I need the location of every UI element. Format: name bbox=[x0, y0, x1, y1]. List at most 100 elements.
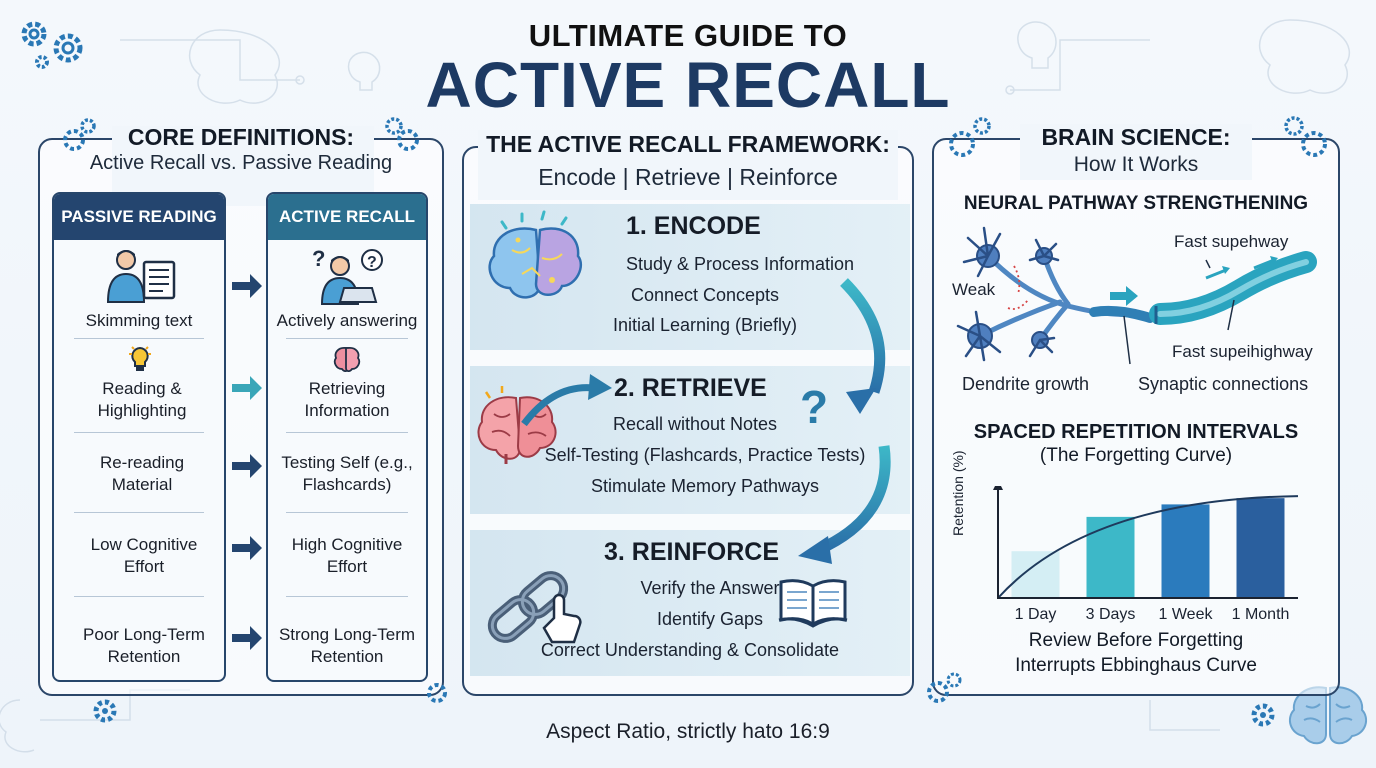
reading-person-icon bbox=[106, 250, 176, 303]
core-definitions-subtitle: Active Recall vs. Passive Reading bbox=[89, 152, 393, 174]
active-row-2: Retrieving Information bbox=[304, 379, 390, 420]
brain-science-subtitle: How It Works bbox=[1073, 153, 1199, 176]
forgetting-curve-chart: 1 Day 3 Days 1 Week 1 Month bbox=[993, 486, 1299, 623]
panel-title-mask bbox=[478, 130, 898, 200]
divider bbox=[74, 596, 204, 597]
brain-icon bbox=[477, 386, 557, 464]
arrow-right-icon bbox=[232, 454, 262, 478]
step-reinforce-line-2: Identify Gaps bbox=[656, 609, 764, 629]
step-encode-title: 1. ENCODE bbox=[626, 212, 761, 240]
arrow-right-icon bbox=[232, 536, 262, 560]
divider bbox=[286, 512, 408, 513]
chart-x-tick-label: 1 Month bbox=[1232, 606, 1290, 623]
retention-curve bbox=[997, 495, 1299, 599]
gear-icon bbox=[427, 683, 447, 703]
gear-icon bbox=[1284, 116, 1327, 157]
chart-caption-line-2: Interrupts Ebbinghaus Curve bbox=[1015, 655, 1257, 676]
label-dendrite-growth: Dendrite growth bbox=[962, 374, 1090, 394]
chart-caption-line-1: Review Before Forgetting bbox=[1028, 630, 1244, 651]
arrow-right-icon bbox=[232, 376, 262, 400]
neural-pathway-title: NEURAL PATHWAY STRENGTHENING bbox=[963, 193, 1309, 214]
comparison-arrows bbox=[232, 274, 262, 650]
open-book-icon bbox=[778, 579, 848, 628]
chart-y-axis-label: Retention (%) bbox=[950, 450, 966, 536]
core-definitions-title: CORE DEFINITIONS: bbox=[127, 124, 355, 150]
passive-row-5: Poor Long-Term Retention bbox=[83, 625, 205, 666]
arrow-right-icon bbox=[232, 626, 262, 650]
label-synaptic-connections: Synaptic connections bbox=[1138, 374, 1309, 394]
divider bbox=[74, 512, 204, 513]
step-reinforce-line-3: Correct Understanding & Consolidate bbox=[540, 640, 840, 660]
brain-icon bbox=[1288, 686, 1368, 745]
divider bbox=[286, 432, 408, 433]
passive-row-4: Low Cognitive Effort bbox=[90, 535, 198, 576]
spaced-repetition-subtitle: (The Forgetting Curve) bbox=[1039, 445, 1233, 466]
gear-icon bbox=[927, 672, 962, 703]
svg-text:?: ? bbox=[367, 254, 377, 271]
step-reinforce-line-1: Verify the Answer bbox=[640, 578, 780, 598]
step-retrieve-line-2: Self-Testing (Flashcards, Practice Tests… bbox=[544, 445, 866, 465]
active-row-5: Strong Long-Term Retention bbox=[278, 625, 416, 666]
glowing-brain-icon bbox=[488, 210, 583, 299]
active-row-1: Actively answering bbox=[276, 311, 418, 330]
passive-reading-heading: PASSIVE READING bbox=[54, 194, 224, 240]
chart-axes bbox=[997, 486, 1298, 599]
label-weak: Weak bbox=[952, 280, 996, 299]
arrow-right-icon bbox=[232, 274, 262, 298]
step-reinforce-title: 3. REINFORCE bbox=[604, 538, 780, 566]
label-fast-superhighway-bottom: Fast supeihighway bbox=[1172, 342, 1313, 361]
spaced-repetition-title: SPACED REPETITION INTERVALS bbox=[973, 421, 1299, 443]
step-encode-line-1: Study & Process Information bbox=[625, 254, 855, 274]
passive-row-2: Reading & Highlighting bbox=[97, 379, 187, 420]
framework-title: THE ACTIVE RECALL FRAMEWORK: bbox=[486, 131, 890, 157]
gear-icon bbox=[63, 118, 96, 151]
chart-bar-1 bbox=[1011, 551, 1060, 598]
step-retrieve-title: 2. RETRIEVE bbox=[614, 374, 767, 402]
passive-reading-column: PASSIVE READING bbox=[52, 192, 226, 682]
panel-title-mask bbox=[1020, 124, 1252, 180]
gear-icon bbox=[93, 699, 117, 723]
chart-x-tick-label: 1 Week bbox=[1159, 606, 1214, 623]
gear-icon bbox=[385, 117, 419, 151]
framework-subtitle: Encode | Retrieve | Reinforce bbox=[538, 164, 838, 190]
label-fast-superhighway-top: Fast supehway bbox=[1174, 232, 1289, 251]
divider bbox=[74, 432, 204, 433]
page-title: ACTIVE RECALL bbox=[425, 49, 951, 121]
passive-row-3: Re-reading Material bbox=[99, 453, 185, 494]
step-encode-line-3: Initial Learning (Briefly) bbox=[612, 315, 798, 335]
page-title-top: ULTIMATE GUIDE TO bbox=[528, 18, 848, 53]
passive-row-1: Skimming text bbox=[85, 311, 193, 330]
chart-bar-4 bbox=[1236, 498, 1285, 598]
brain-icon bbox=[333, 347, 361, 373]
question-mark-icon: ? bbox=[800, 381, 829, 433]
divider bbox=[74, 338, 204, 339]
active-recall-heading: ACTIVE RECALL bbox=[268, 194, 426, 240]
active-row-3: Testing Self (e.g., Flashcards) bbox=[281, 453, 413, 494]
answering-person-icon: ? ? bbox=[312, 246, 383, 305]
lightbulb-icon bbox=[129, 346, 151, 371]
step-encode-line-2: Connect Concepts bbox=[630, 285, 780, 305]
brain-science-panel bbox=[932, 138, 1340, 696]
active-recall-column: ACTIVE RECALL bbox=[266, 192, 428, 682]
gear-icon bbox=[949, 117, 991, 157]
active-row-4: High Cognitive Effort bbox=[291, 535, 403, 576]
chain-link-icon bbox=[487, 571, 582, 644]
flow-arrows bbox=[798, 278, 891, 564]
step-retrieve-line-3: Stimulate Memory Pathways bbox=[590, 476, 820, 496]
chart-bar-2 bbox=[1086, 516, 1135, 598]
neural-pathway-illustration bbox=[956, 226, 1317, 365]
retrieve-arrow-icon bbox=[521, 374, 612, 427]
chart-x-tick-label: 3 Days bbox=[1086, 606, 1136, 623]
gear-icon bbox=[1251, 703, 1275, 727]
chart-x-tick-label: 1 Day bbox=[1015, 606, 1057, 623]
footer-note: Aspect Ratio, strictly hato 16:9 bbox=[546, 720, 830, 743]
gear-icon bbox=[21, 21, 83, 69]
chart-bar-3 bbox=[1161, 504, 1210, 598]
divider bbox=[286, 338, 408, 339]
step-retrieve-line-1: Recall without Notes bbox=[612, 414, 778, 434]
y-axis-arrow-icon bbox=[993, 486, 1003, 490]
brain-science-title: BRAIN SCIENCE: bbox=[1041, 124, 1231, 150]
divider bbox=[286, 596, 408, 597]
svg-text:?: ? bbox=[312, 246, 325, 271]
